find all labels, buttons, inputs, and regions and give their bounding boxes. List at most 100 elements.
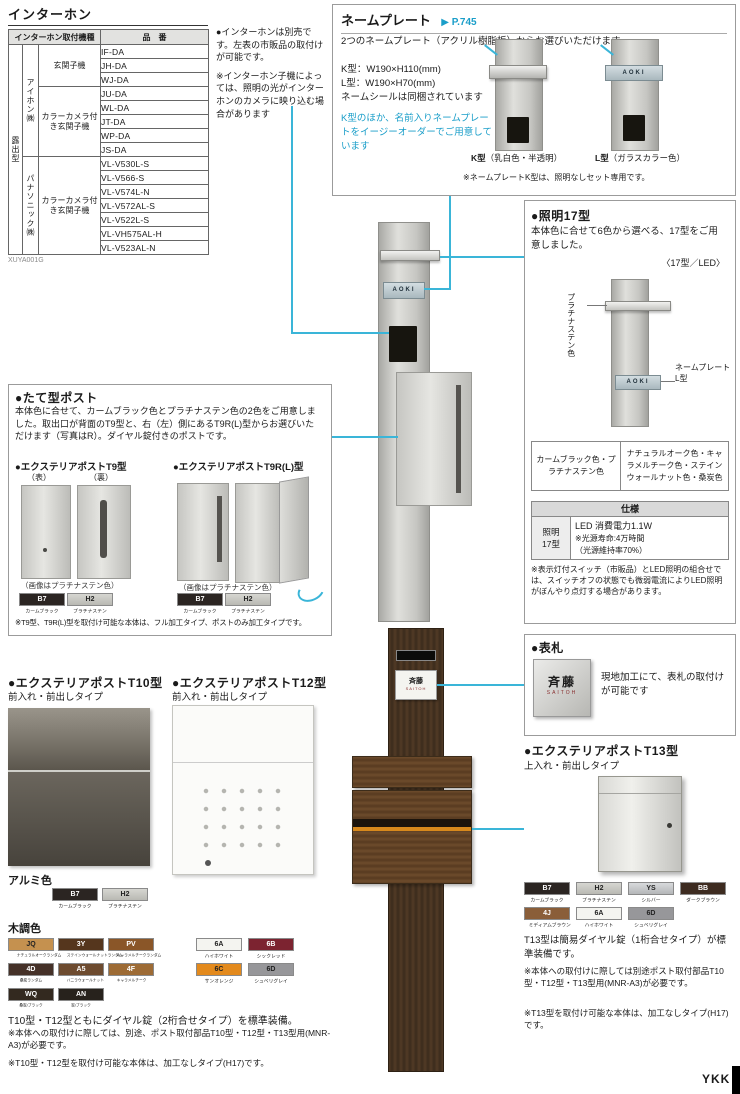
t9r-open-door: [279, 476, 309, 584]
maker-panasonic: パナソニック㈱: [22, 156, 39, 255]
spec-name: 照明 17型: [532, 517, 571, 560]
lighting-box: ●照明17型 本体色に合せて6色から選べる、17型をご用意しました。 〈17型／…: [524, 200, 736, 624]
part-number: JT-DA: [100, 114, 209, 129]
t13-flap-seam: [599, 793, 681, 794]
t9-subtitle: ●エクステリアポストT9型: [15, 462, 127, 473]
part-number: VL-V566-S: [100, 170, 209, 185]
color-chip-jq: JQ ナチュラルオークランダム: [8, 938, 62, 961]
spec-lifetime: ※光源寿命:4万時間: [575, 534, 645, 544]
hyosatsu-roman: SAITOH: [405, 686, 427, 691]
spec-name-line2: 17型: [542, 539, 560, 550]
t10-title: ●エクステリアポストT10型: [8, 676, 163, 690]
swatch-6d: 6D: [248, 963, 294, 976]
swatch-ys: YS: [628, 882, 674, 895]
leader-line-intercom-v: [291, 106, 293, 334]
label-plate-line1: ネームプレート: [675, 363, 731, 372]
colors-dark: カームブラック色・プラチナステン色: [532, 442, 621, 490]
t9-caption: （画像はプラチナステン色）: [21, 581, 119, 590]
t9r-open-photo: [235, 483, 281, 583]
plate-k-photo: [489, 65, 547, 79]
swatch-h2: H2: [102, 888, 148, 901]
seal-included: ネームシールは同梱されています: [341, 91, 483, 103]
swatch-4f: 4F: [108, 963, 154, 976]
leader-line-lighting: [440, 256, 524, 258]
lighting-bar-mini: [605, 301, 671, 311]
orange-accent-line: [353, 827, 471, 831]
page-ref-link[interactable]: ▶ P.745: [441, 17, 477, 28]
name-b7: カームブラック: [530, 898, 564, 904]
t13-standard: T13型は簡易ダイヤル錠（1桁合せタイプ）が標準装備です。: [524, 935, 726, 960]
name-6b: シックレッド: [256, 954, 286, 960]
mount-type-label: 露出型: [8, 44, 23, 255]
name-h2: プラチナステン: [73, 609, 107, 615]
swatch-6b: 6B: [248, 938, 294, 951]
post-opening: [353, 819, 471, 827]
size-k: K型：W190×H110(mm): [341, 64, 441, 75]
color-chip-6b: 6B シックレッド: [248, 938, 294, 961]
spec-power: LED 消費電力1.1W: [575, 521, 653, 531]
hyosatsu-desc: 現地加工にて、表札の取付けが可能です: [601, 672, 725, 697]
part-number: WJ-DA: [100, 72, 209, 87]
part-number: JS-DA: [100, 142, 209, 157]
leader-line-t13: [472, 828, 524, 830]
name-3y: ステインウォールナットランダム: [66, 953, 123, 958]
t12-title: ●エクステリアポストT12型: [172, 676, 327, 690]
hyosatsu-title: ●表札: [531, 641, 564, 655]
swatch-6c: 6C: [196, 963, 242, 976]
swatch-b7: B7: [524, 882, 570, 895]
swatch-h2: H2: [225, 593, 271, 606]
post-t13-photo: [598, 776, 682, 872]
label-k: K型: [471, 153, 486, 163]
lighting-note: ※表示灯付スイッチ（市販品）とLED照明の組合せでは、スイッチオフの状態でも微弱…: [531, 565, 723, 596]
intercom-title: インターホン: [8, 4, 208, 26]
name-jq: ナチュラルオークランダム: [16, 953, 62, 958]
swatch-b7: B7: [52, 888, 98, 901]
t10-t12-note-body: ※T10型・T12型を取付け可能な本体は、加工なしタイプ(H17)です。: [8, 1058, 269, 1068]
label-k-sub: （乳白色・半透明）: [485, 153, 563, 163]
intercom-l-photo: [623, 115, 645, 141]
col-header-part: 品 番: [100, 29, 209, 45]
nameplate-specs: K型：W190×H110(mm) L型：W190×H70(mm) ネームシールは…: [341, 63, 493, 154]
swatch-jq: JQ: [8, 938, 54, 951]
t10-t12-note-parts: ※本体への取付けに際しては、別途、ポスト取付部品T10型・T12型・T13型用(…: [8, 1028, 331, 1050]
label-plate-line2: L型: [675, 373, 688, 383]
color-chip-b7: B7 カームブラック: [52, 888, 98, 911]
t12-flap-seam: [173, 762, 313, 763]
label-l: L型: [595, 153, 609, 163]
nameplate-photo: AOKI: [383, 282, 425, 299]
nameplate-note: ※ネームプレートK型は、照明なしセット専用です。: [463, 173, 650, 182]
hyosatsu-sample-plate: 斉藤 SAITOH: [533, 659, 591, 717]
part-number: VL-V522L-S: [100, 212, 209, 227]
hyosatsu-plate-photo: 斉藤 SAITOH: [395, 670, 437, 700]
type-camera-unit-aiphone: カラーカメラ付き玄関子機: [38, 86, 101, 157]
swatch-pv: PV: [108, 938, 154, 951]
name-b7: カームブラック: [58, 904, 92, 910]
lighting-nameplate-mini: AOKI: [615, 375, 661, 390]
t13-title: ●エクステリアポストT13型: [524, 744, 679, 758]
nameplate-header: ネームプレート ▶ P.745: [341, 10, 727, 34]
part-number: WL-DA: [100, 100, 209, 115]
leader-line-t9: [330, 436, 398, 438]
mail-slot-photo: [396, 650, 436, 661]
pointer-body-color: [587, 305, 607, 306]
name-ys: シルバー: [641, 898, 661, 904]
part-number: JH-DA: [100, 58, 209, 73]
col-header-model: インターホン取付機種: [8, 29, 101, 45]
label-body-color: プラチナステン色: [566, 293, 576, 357]
sample-plate-name: 斉藤: [547, 675, 576, 689]
back-label: （裏）: [89, 473, 113, 482]
part-number: IF-DA: [100, 44, 209, 59]
tate-post-title: ●たて型ポスト: [15, 391, 98, 405]
hyosatsu-name: 斉藤: [409, 678, 423, 685]
maker-aiphone: アイホン㈱: [22, 44, 39, 157]
part-number: VL-V523AL-N: [100, 240, 209, 255]
t10-body: [8, 772, 150, 866]
t12-hole-pattern: [197, 782, 289, 856]
